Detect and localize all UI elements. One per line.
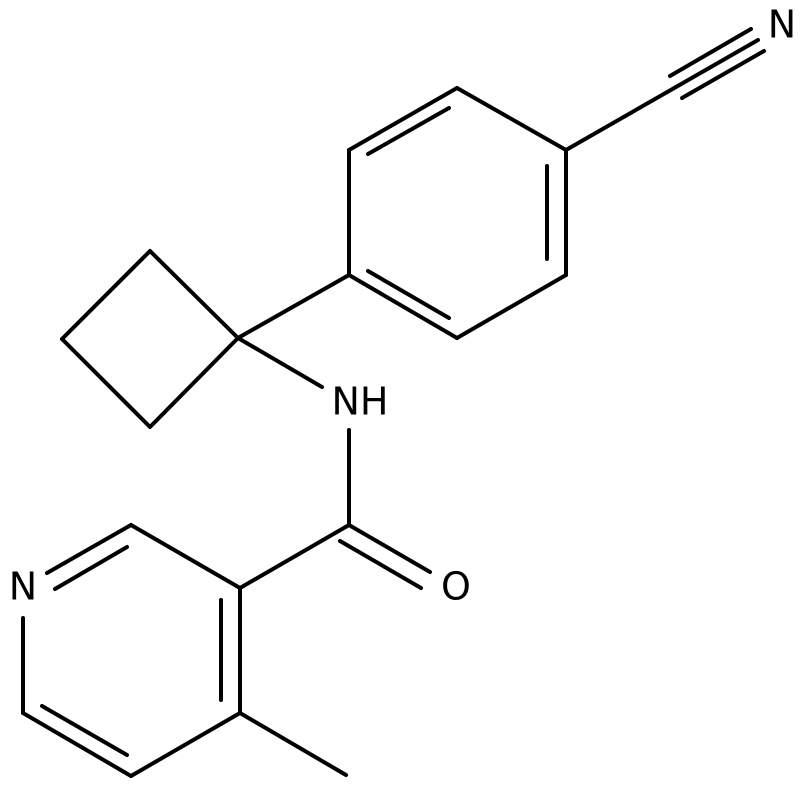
bond-carbonyl-ring <box>238 523 351 590</box>
bond-c-cn <box>564 85 678 152</box>
bond-c-n-triple-3 <box>680 49 766 100</box>
bond-benz-inner-3 <box>366 106 451 156</box>
bond-quat-aryl <box>236 273 351 340</box>
bond-pyr-1 <box>129 523 242 590</box>
bond-methyl <box>238 711 348 777</box>
bond-carbonyl-o-2 <box>338 539 423 590</box>
amide-group <box>236 336 432 590</box>
bond-cb-2 <box>60 249 152 341</box>
nitrile-n-label: N <box>768 3 796 47</box>
pyridine-ring <box>21 523 348 778</box>
bond-c-n-triple-1 <box>674 38 760 89</box>
cyclobutane-ring <box>60 249 351 429</box>
bond-benz-inner-2 <box>366 269 451 320</box>
bond-pyr-inner-1 <box>53 545 129 591</box>
bond-pyr-4 <box>21 711 133 778</box>
bond-pyr-2 <box>45 523 133 575</box>
bond-benz-5 <box>347 86 459 152</box>
bond-pyr-5 <box>129 711 242 778</box>
benzene-ring <box>347 86 568 340</box>
bond-quat-n <box>236 336 324 389</box>
amide-nh-label: NH <box>332 380 389 424</box>
pyridine-n-label: N <box>9 565 37 609</box>
carbonyl-o-label: O <box>441 565 471 609</box>
nitrile-bonds <box>564 27 766 152</box>
bond-pyr-inner-2 <box>40 704 129 757</box>
bond-c-n-triple-2 <box>668 27 753 78</box>
bond-benz-3 <box>347 273 459 340</box>
bond-benz-2 <box>455 273 568 340</box>
bond-carbonyl-o-1 <box>347 523 432 574</box>
bond-cb-3 <box>60 337 152 429</box>
bond-benz-6 <box>455 86 568 152</box>
bond-cb-1 <box>148 249 240 340</box>
bond-cb-4 <box>148 336 240 429</box>
